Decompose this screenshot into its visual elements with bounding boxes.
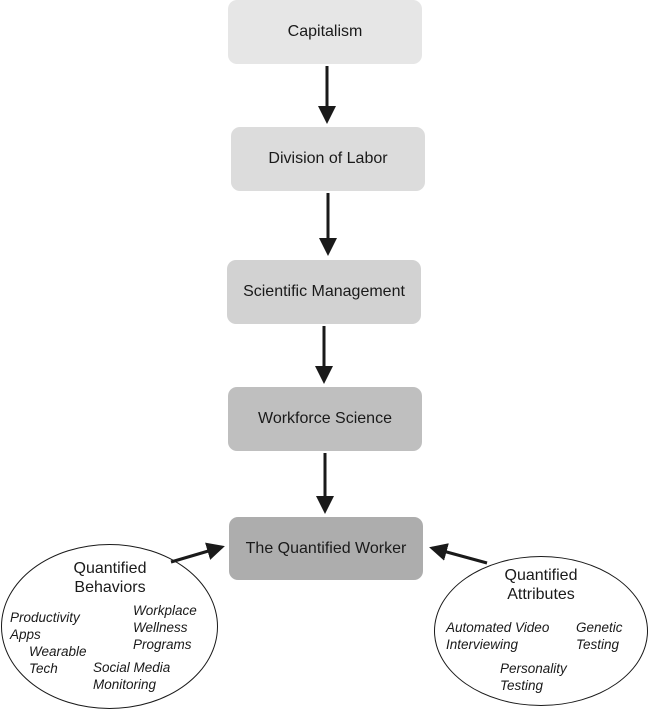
item-automated-video-line1: Automated Video [446, 620, 550, 635]
item-genetic-testing: Genetic Testing [576, 619, 623, 653]
quantified-behaviors-title-line2: Behaviors [74, 579, 146, 596]
quantified-attributes-title-line2: Attributes [507, 586, 575, 603]
box-workforce-science-label: Workforce Science [258, 410, 392, 427]
item-productivity-apps-line2: Apps [10, 627, 41, 642]
box-capitalism-label: Capitalism [287, 23, 363, 40]
item-wearable-tech-line2: Tech [29, 661, 58, 676]
quantified-behaviors-title: Quantified Behaviors [60, 559, 160, 597]
item-workplace-wellness-line2: Wellness [133, 620, 188, 635]
item-wearable-tech-line1: Wearable [29, 644, 87, 659]
arrow-behaviors-to-quantified [170, 542, 225, 564]
box-workforce-science: Workforce Science [228, 387, 422, 451]
quantified-attributes-title: Quantified Attributes [491, 566, 591, 604]
item-workplace-wellness-line1: Workplace [133, 603, 197, 618]
item-personality-testing-line1: Personality [500, 661, 567, 676]
ellipse-quantified-attributes [434, 556, 648, 706]
box-capitalism: Capitalism [228, 0, 422, 64]
item-productivity-apps-line1: Productivity [10, 610, 80, 625]
quantified-behaviors-title-line1: Quantified [73, 560, 147, 577]
box-division-of-labor-label: Division of Labor [268, 150, 388, 167]
arrow-attributes-to-quantified [429, 543, 488, 565]
item-wearable-tech: Wearable Tech [29, 643, 87, 677]
item-genetic-testing-line2: Testing [576, 637, 620, 652]
box-scientific-management-label: Scientific Management [243, 283, 405, 300]
item-personality-testing-line2: Testing [500, 678, 544, 693]
item-automated-video-line2: Interviewing [446, 637, 519, 652]
item-personality-testing: Personality Testing [500, 660, 567, 694]
ellipse-quantified-behaviors [1, 544, 218, 709]
item-productivity-apps: Productivity Apps [10, 609, 80, 643]
item-workplace-wellness-programs: Workplace Wellness Programs [133, 602, 197, 653]
item-social-media-line2: Monitoring [93, 677, 157, 692]
box-division-of-labor: Division of Labor [231, 127, 425, 191]
item-social-media-monitoring: Social Media Monitoring [93, 659, 170, 693]
item-social-media-line1: Social Media [93, 660, 171, 675]
box-quantified-worker: The Quantified Worker [229, 517, 423, 580]
item-genetic-testing-line1: Genetic [576, 620, 623, 635]
item-workplace-wellness-line3: Programs [133, 637, 192, 652]
quantified-attributes-title-line1: Quantified [504, 567, 578, 584]
box-quantified-worker-label: The Quantified Worker [245, 539, 407, 557]
box-scientific-management: Scientific Management [227, 260, 421, 324]
item-automated-video-interviewing: Automated Video Interviewing [446, 619, 549, 653]
